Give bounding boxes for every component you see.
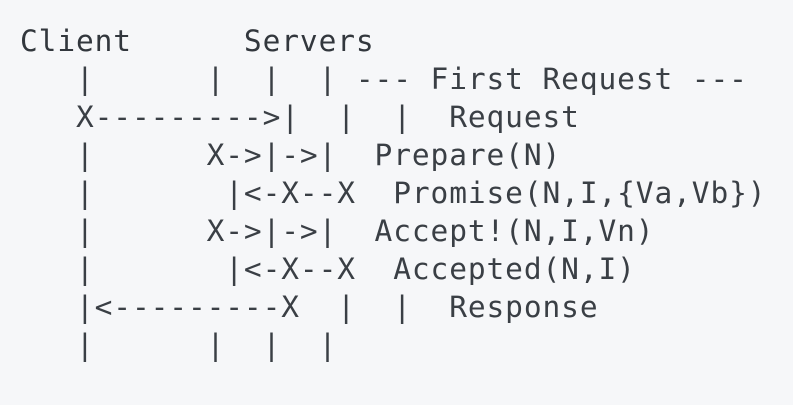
row-first-request-banner: | | | | --- First Request --- xyxy=(20,62,748,96)
diagram-header-row: Client Servers xyxy=(20,24,375,58)
row-client-response: |<---------X | | Response xyxy=(20,290,599,324)
row-promise: | |<-X--X Promise(N,I,{Va,Vb}) xyxy=(20,176,767,210)
row-client-request: X--------->| | | Request xyxy=(20,100,580,134)
row-prepare: | X->|->| Prepare(N) xyxy=(20,138,562,172)
ascii-art-body: Client Servers | | | | --- First Request… xyxy=(0,22,793,364)
row-trailing-lifelines: | | | | xyxy=(20,328,338,362)
row-accept: | X->|->| Accept!(N,I,Vn) xyxy=(20,214,655,248)
row-accepted: | |<-X--X Accepted(N,I) xyxy=(20,252,636,286)
